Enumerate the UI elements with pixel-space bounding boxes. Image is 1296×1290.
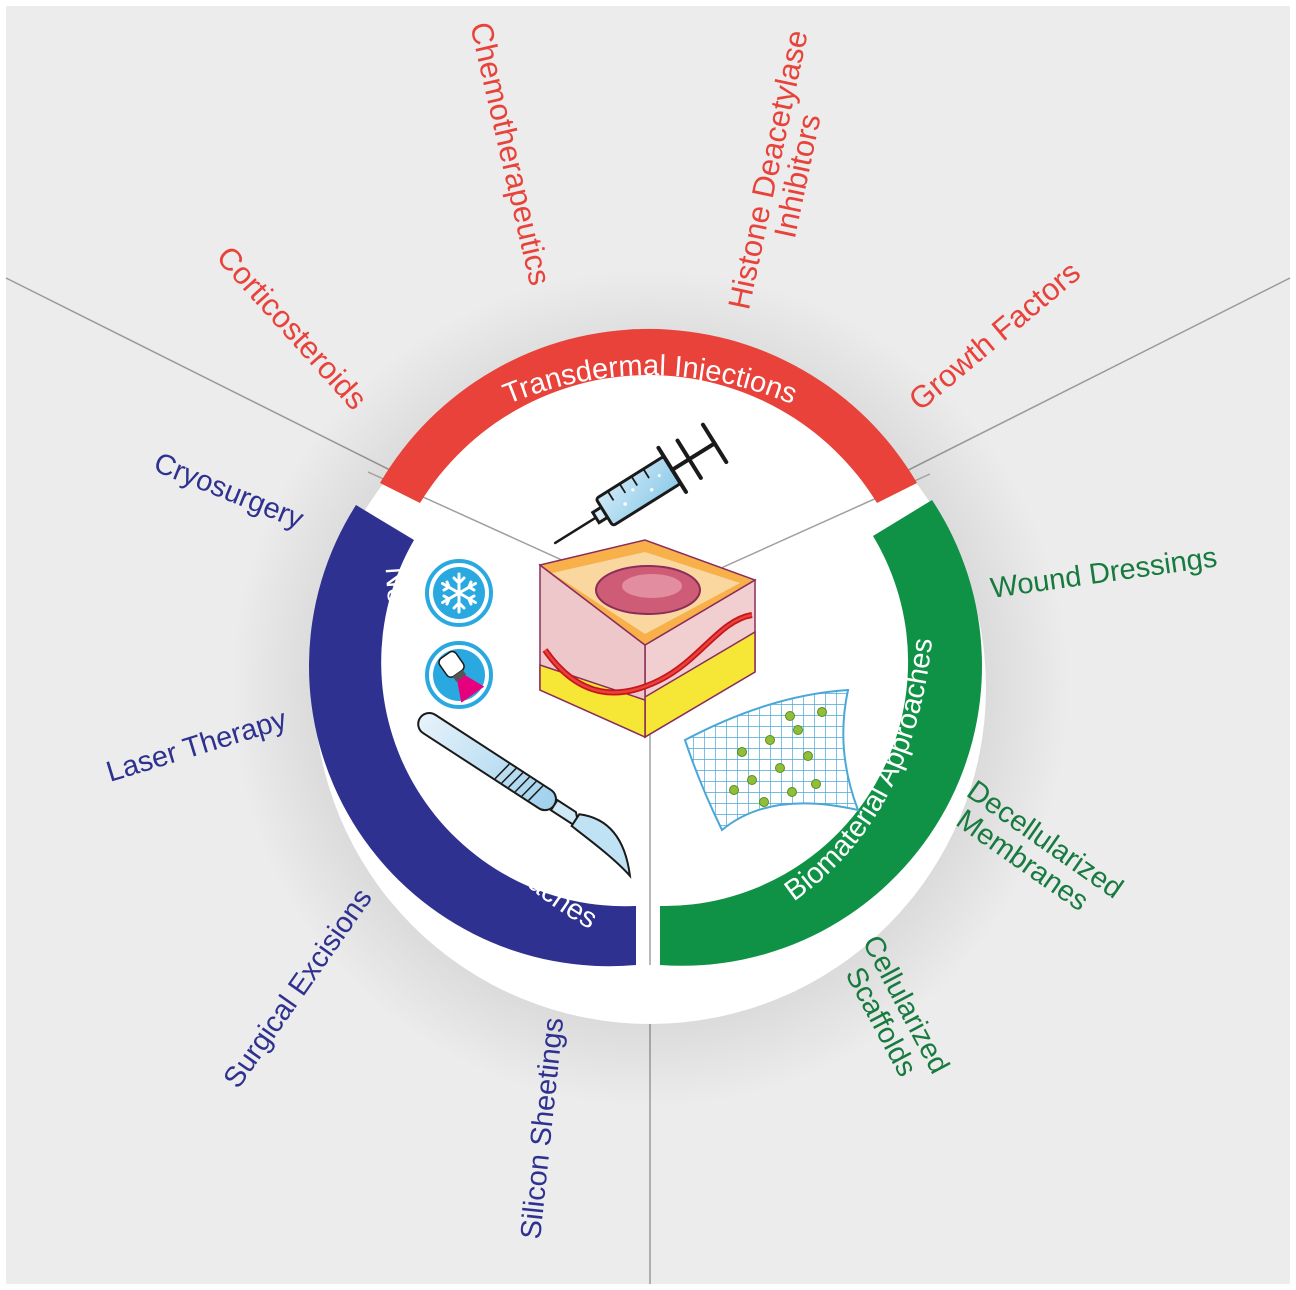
syringe-icon [553,422,729,545]
scalpel-icon [417,711,632,879]
snowflake-icon [425,559,493,627]
scaffold-mesh-icon [683,688,860,832]
laser-icon [425,641,493,709]
non-pharmacological-band [308,505,636,967]
transdermal-band [380,328,917,503]
skin-scar-icon [538,539,757,739]
biomaterial-band [660,500,982,966]
